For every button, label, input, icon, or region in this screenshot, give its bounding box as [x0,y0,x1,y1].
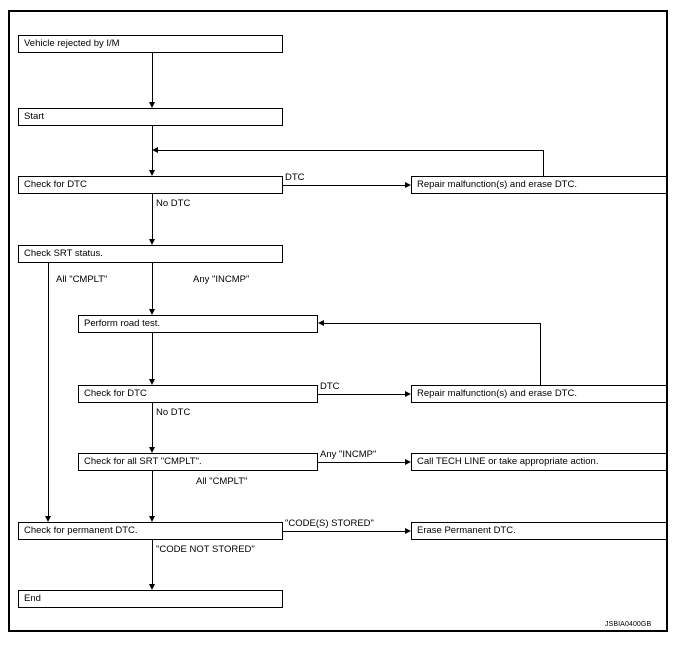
connector-check-dtc-1-to-srt-status [152,194,153,239]
edge-label-code-not-stored: "CODE NOT STORED" [156,544,255,555]
arrowhead-check-dtc-2-in [148,379,155,385]
node-call-tech-line: Call TECH LINE or take appropriate actio… [411,453,667,471]
edge-label-dtc-2: DTC [320,381,340,392]
arrowhead-perform-road-test-in [148,309,155,315]
node-check-all-srt-cmplt: Check for all SRT "CMPLT". [78,453,318,471]
edge-label-any-incmp-1: Any "INCMP" [193,274,250,285]
node-erase-permanent-dtc: Erase Permanent DTC. [411,522,667,540]
connector-vehicle-to-start [152,53,153,102]
edge-label-codes-stored: "CODE(S) STORED" [285,518,374,529]
connector-check-dtc-2-to-repair-2 [318,394,405,395]
node-end: End [18,590,283,608]
arrowhead-permanent-dtc-in-left [44,516,51,522]
connector-road-test-to-check-dtc-2 [152,333,153,379]
connector-check-dtc-2-to-all-srt [152,403,153,447]
node-check-srt-status: Check SRT status. [18,245,283,263]
arrowhead-check-dtc-1-in [148,170,155,176]
arrowhead-end-in [148,584,155,590]
feedback-1-horizontal [158,150,544,151]
node-repair-1: Repair malfunction(s) and erase DTC. [411,176,667,194]
arrowhead-feedback-1-in [152,146,158,153]
branch-any-incmp-1-vertical [152,263,153,309]
connector-all-srt-to-tech-line [318,462,405,463]
arrowhead-check-all-srt-in [148,447,155,453]
node-check-dtc-1: Check for DTC [18,176,283,194]
node-perform-road-test: Perform road test. [78,315,318,333]
edge-label-any-incmp-2: Any "INCMP" [320,449,377,460]
edge-label-no-dtc-1: No DTC [156,198,191,209]
edge-label-all-cmplt-1: All "CMPLT" [56,274,108,285]
node-check-dtc-2: Check for DTC [78,385,318,403]
branch-all-cmplt-1-vertical [48,263,49,516]
edge-label-all-cmplt-2: All "CMPLT" [196,476,248,487]
node-check-permanent-dtc: Check for permanent DTC. [18,522,283,540]
connector-permanent-dtc-to-end [152,540,153,584]
arrowhead-erase-permanent-dtc-in [405,527,411,534]
arrowhead-call-tech-line-in [405,458,411,465]
edge-label-dtc-1: DTC [285,172,305,183]
feedback-2-horizontal [324,323,541,324]
connector-all-srt-to-permanent-dtc [152,471,153,516]
arrowhead-start-in [148,102,155,108]
arrowhead-permanent-dtc-in-center [148,516,155,522]
arrowhead-repair-1-in [405,181,411,188]
arrowhead-check-srt-status-in [148,239,155,245]
arrowhead-repair-2-in [405,390,411,397]
node-start: Start [18,108,283,126]
arrowhead-feedback-2-in [318,319,324,326]
node-vehicle-rejected: Vehicle rejected by I/M [18,35,283,53]
edge-label-no-dtc-2: No DTC [156,407,191,418]
node-repair-2: Repair malfunction(s) and erase DTC. [411,385,667,403]
feedback-2-vertical [540,323,541,385]
connector-permanent-dtc-to-erase [283,531,405,532]
figure-reference-id: JSBIA0400GB [605,621,652,628]
feedback-1-vertical [543,150,544,176]
connector-check-dtc-1-to-repair-1 [283,185,405,186]
